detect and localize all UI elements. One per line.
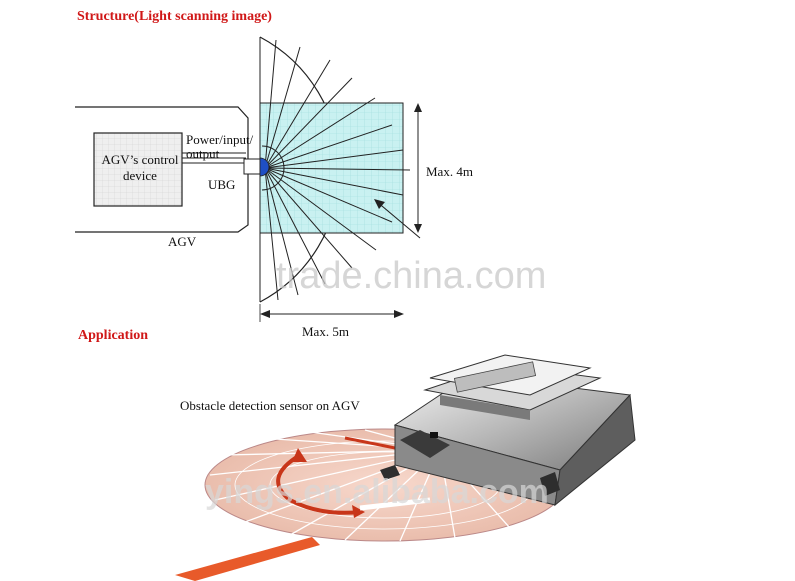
power-label-line1: Power/input/ — [186, 132, 254, 147]
sensor-head-icon — [243, 158, 261, 175]
power-label-line2: output — [186, 146, 220, 161]
control-device-label: AGV’s control device — [101, 152, 179, 183]
scan-rotation-arrow-icon — [276, 453, 361, 515]
application-title: Application — [78, 328, 149, 343]
control-device-box — [93, 132, 183, 207]
max-width-label: Max. 5m — [302, 324, 349, 339]
watermark-primary: trade.china.com — [276, 255, 547, 297]
area-arrow-icon — [374, 199, 385, 209]
detection-area — [259, 102, 404, 234]
agv-label: AGV — [168, 234, 197, 249]
laser-beam — [175, 537, 320, 581]
max-height-label: Max. 4m — [426, 164, 473, 179]
application-caption: Obstacle detection sensor on AGV — [180, 398, 360, 413]
watermark-secondary: yings.en.alibaba.com — [205, 473, 549, 511]
agv-vehicle — [380, 354, 636, 507]
structure-title: Structure(Light scanning image) — [77, 9, 272, 24]
scan-rays — [264, 39, 411, 301]
ubg-label: UBG — [208, 177, 236, 192]
